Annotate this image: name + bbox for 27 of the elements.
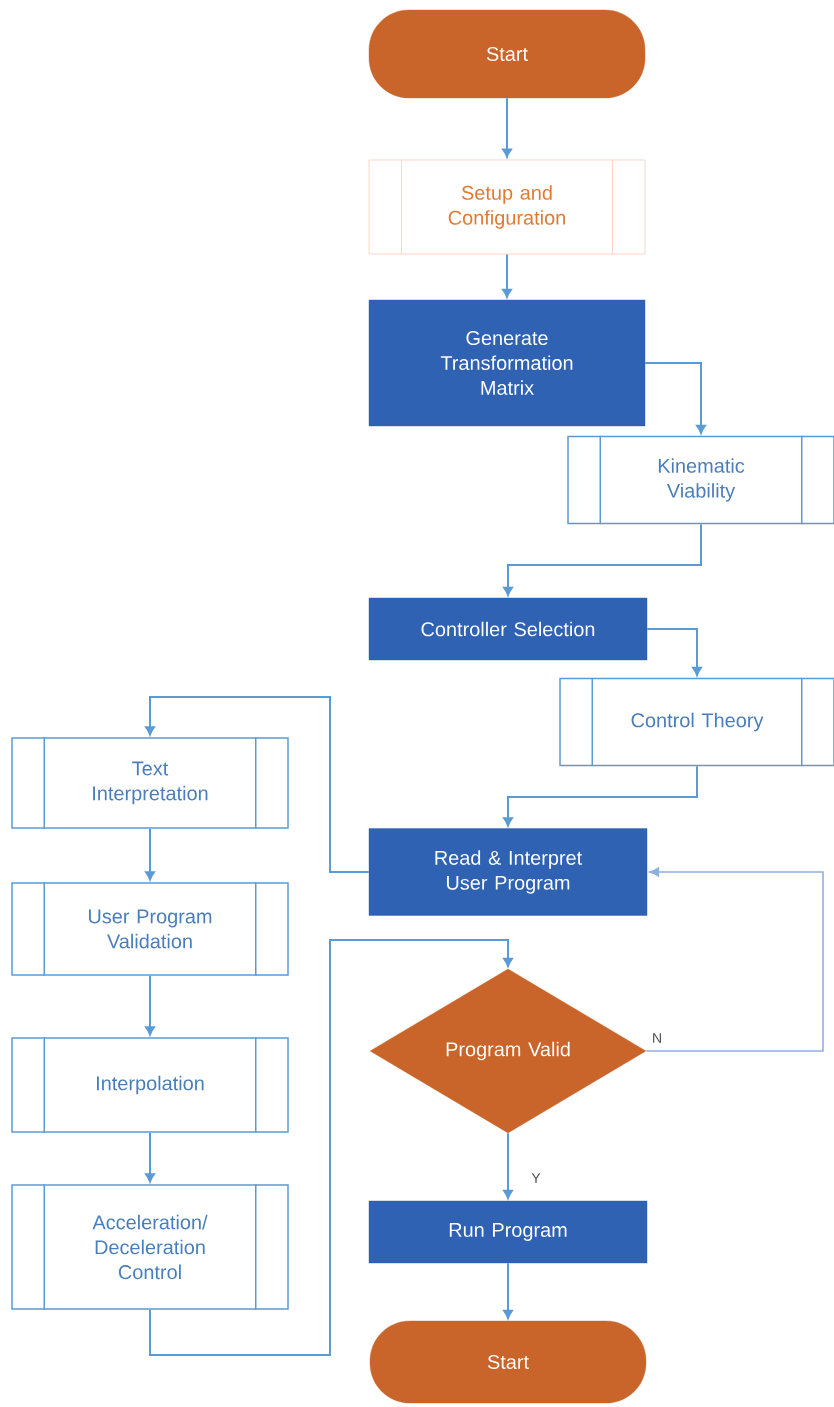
edge-label: Y xyxy=(531,1173,541,1183)
predefined-process-box: Acceleration/ Deceleration Control xyxy=(11,1183,289,1311)
arrow xyxy=(145,1131,155,1183)
arrow xyxy=(644,362,706,434)
arrow xyxy=(149,939,513,1356)
arrow xyxy=(646,628,702,676)
edge-label: N xyxy=(653,1033,661,1043)
arrow xyxy=(145,696,370,873)
arrow xyxy=(145,974,155,1036)
arrow xyxy=(503,1132,513,1199)
predefined-process-box: Control Theory xyxy=(559,677,834,767)
arrow xyxy=(503,523,702,596)
predefined-process-box: Kinematic Viability xyxy=(567,435,834,525)
predefined-process-box: Interpolation xyxy=(11,1036,289,1134)
arrow xyxy=(503,765,698,827)
arrow xyxy=(145,827,155,881)
process-box: Controller Selection xyxy=(368,597,648,661)
arrow xyxy=(503,1262,513,1319)
predefined-process-box: Setup and Configuration xyxy=(368,159,646,255)
predefined-process-box: User Program Validation xyxy=(11,881,289,977)
process-box: Run Program xyxy=(368,1200,648,1264)
process-box: Generate Transformation Matrix xyxy=(368,299,646,427)
predefined-process-box: Text Interpretation xyxy=(11,736,289,830)
arrow xyxy=(502,97,512,158)
arrow xyxy=(502,253,512,298)
process-box: Read & Interpret User Program xyxy=(368,828,648,916)
arrow xyxy=(645,867,824,1052)
